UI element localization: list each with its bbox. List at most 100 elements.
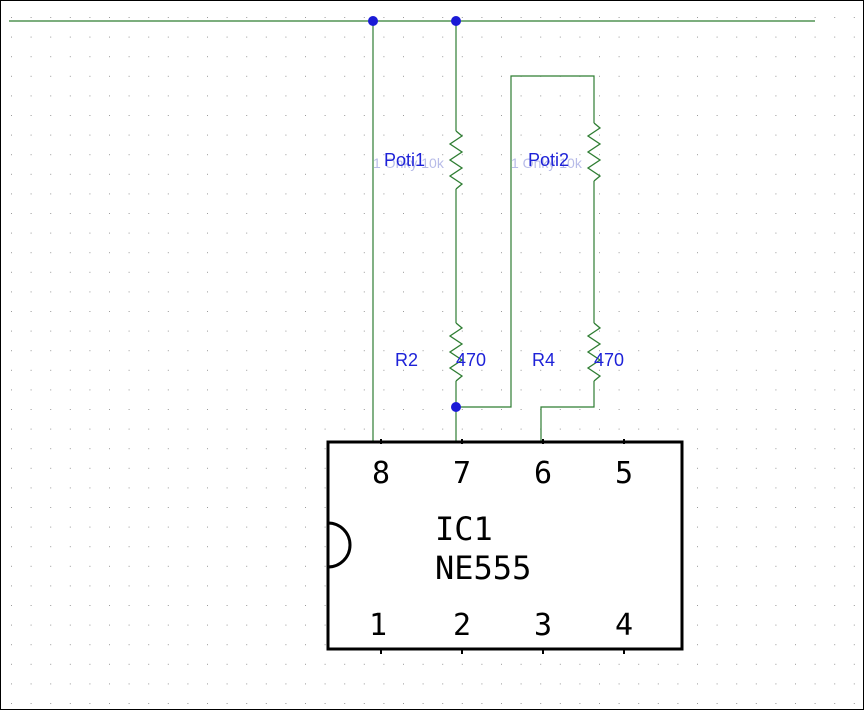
grid-dot <box>187 75 189 77</box>
grid-dot <box>89 683 91 685</box>
grid-dot <box>834 154 836 156</box>
grid-dot <box>853 173 855 175</box>
ic1-body[interactable] <box>326 440 684 651</box>
ic1-pin-1[interactable]: 1 <box>369 608 387 643</box>
grid-dot <box>167 311 169 312</box>
grid-dot <box>814 487 816 489</box>
grid-dot <box>344 213 346 214</box>
grid-dot <box>638 703 640 704</box>
grid-dot <box>324 56 326 58</box>
grid-dot <box>755 252 757 254</box>
grid-dot <box>736 644 738 646</box>
grid-dot <box>30 526 32 528</box>
grid-dot <box>540 154 542 156</box>
poti2-symbol[interactable] <box>586 122 602 182</box>
ic1-chip[interactable]: 8 7 6 5 IC1 NE555 1 2 3 4 <box>326 439 684 654</box>
grid-dot <box>579 369 581 371</box>
grid-dot <box>755 95 757 97</box>
grid-dot <box>755 467 757 469</box>
poti1-symbol[interactable] <box>448 130 464 190</box>
r2-value[interactable]: 470 <box>456 350 486 370</box>
grid-dot <box>285 703 287 704</box>
ic1-pin-4[interactable]: 4 <box>615 608 633 643</box>
grid-dot <box>638 36 640 38</box>
grid-dot <box>246 409 248 410</box>
grid-dot <box>834 644 836 646</box>
grid-dot <box>755 409 757 410</box>
grid-dot <box>226 369 228 371</box>
grid-dot <box>618 330 620 332</box>
grid-dot <box>403 311 404 312</box>
grid-dot <box>11 467 12 469</box>
grid-dot <box>50 546 52 548</box>
grid-dot <box>736 17 738 18</box>
grid-dot <box>795 448 796 450</box>
grid-dot <box>128 232 130 234</box>
grid-dot <box>265 624 267 626</box>
grid-dot <box>148 644 150 646</box>
grid-dot <box>403 213 404 214</box>
ic1-pin-7[interactable]: 7 <box>453 456 471 491</box>
grid-dot <box>736 134 738 136</box>
grid-dot <box>697 409 698 410</box>
grid-dot <box>775 291 777 293</box>
grid-dot <box>167 605 169 606</box>
grid-dot <box>716 369 718 371</box>
ic1-pin-8[interactable]: 8 <box>372 456 390 491</box>
grid-dot <box>128 213 130 214</box>
r4-label[interactable]: R4 <box>532 350 555 370</box>
grid-dot <box>11 56 12 58</box>
grid-dot <box>579 193 581 195</box>
grid-dot <box>363 330 365 332</box>
grid-dot <box>363 409 365 410</box>
grid-dot <box>736 448 738 450</box>
grid-dot <box>109 644 110 646</box>
grid-dot <box>677 330 679 332</box>
wire-pin7-to-poti2[interactable] <box>456 75 595 408</box>
grid-dot <box>736 369 738 371</box>
grid-dot <box>677 134 679 136</box>
ic1-pin-6[interactable]: 6 <box>534 456 552 491</box>
grid-dot <box>697 17 698 18</box>
grid-dot <box>422 154 424 156</box>
grid-dot <box>148 311 150 312</box>
grid-dot <box>775 154 777 156</box>
grid-dot <box>775 526 777 528</box>
grid-dot <box>305 134 306 136</box>
grid-dot <box>383 95 385 97</box>
ic1-pin-5[interactable]: 5 <box>615 456 633 491</box>
grid-dot <box>207 624 208 626</box>
grid-dot <box>246 605 248 606</box>
r4-symbol[interactable] <box>586 322 602 382</box>
grid-dot <box>30 134 32 136</box>
grid-dot <box>246 17 248 18</box>
grid-dot <box>207 663 208 665</box>
ic1-pin-3[interactable]: 3 <box>534 608 552 643</box>
r4-value[interactable]: 470 <box>594 350 624 370</box>
grid-dot <box>128 173 130 175</box>
grid-dot <box>834 369 836 371</box>
ic1-part-number[interactable]: NE555 <box>435 549 531 587</box>
grid-dot <box>148 115 150 116</box>
grid-dot <box>736 507 738 508</box>
grid-dot <box>226 448 228 450</box>
ic1-pin-2[interactable]: 2 <box>453 608 471 643</box>
r2-symbol[interactable] <box>448 322 464 382</box>
r2-label[interactable]: R2 <box>395 350 418 370</box>
grid-dot <box>853 115 855 116</box>
grid-dot <box>755 232 757 234</box>
grid-dot <box>344 173 346 175</box>
grid-dot <box>736 154 738 156</box>
grid-dot <box>677 232 679 234</box>
grid-dot <box>579 683 581 685</box>
poti1-label[interactable]: Poti1 <box>384 150 425 170</box>
grid-dot <box>442 252 444 254</box>
grid-dot <box>814 683 816 685</box>
grid-dot <box>795 154 796 156</box>
ic1-reference[interactable]: IC1 <box>435 510 493 548</box>
grid-dot <box>481 683 483 685</box>
wire-r4-pin6[interactable] <box>540 381 595 441</box>
poti2-label[interactable]: Poti2 <box>528 150 569 170</box>
grid-dot <box>481 213 483 214</box>
